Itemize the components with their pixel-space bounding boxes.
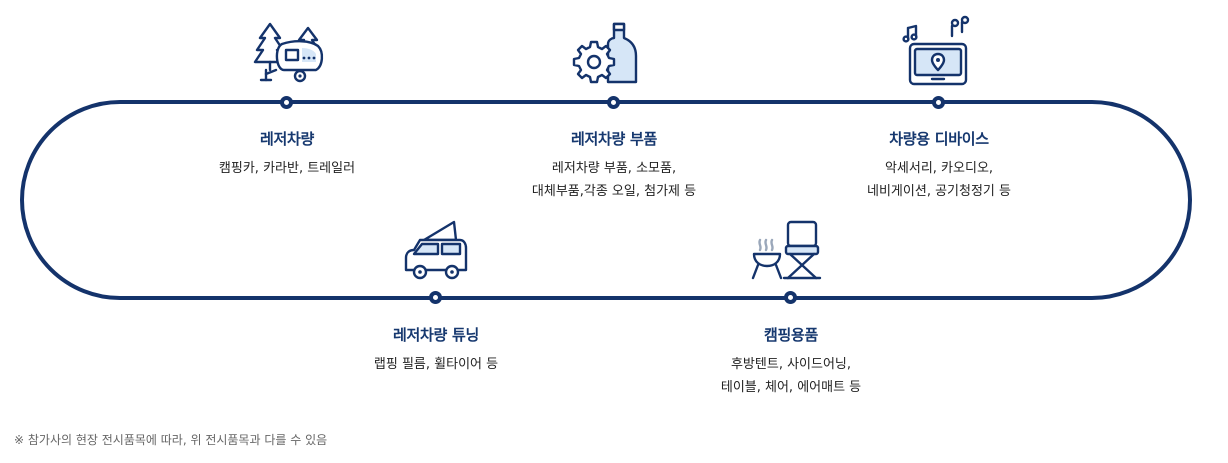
category-description-line: 대체부품,각종 오일, 첨가제 등: [531, 184, 697, 199]
category-title: 레저차량 부품: [571, 130, 657, 148]
category-description-line: 캠핑카, 카라반, 트레일러: [218, 161, 356, 176]
category-camping-goods: 캠핑용품 후방텐트, 사이드어닝, 테이블, 체어, 에어매트 등: [721, 324, 861, 399]
category-description: 악세서리, 카오디오, 네비게이션, 공기청정기 등: [867, 157, 1011, 203]
category-title: 레저차량 튜닝: [393, 326, 479, 344]
category-title: 차량용 디바이스: [889, 130, 989, 148]
category-leisure-vehicle: 레저차량 캠핑카, 카라반, 트레일러: [219, 128, 355, 180]
category-description: 후방텐트, 사이드어닝, 테이블, 체어, 에어매트 등: [721, 353, 861, 399]
node-camping-goods: [784, 291, 797, 304]
category-description-line: 레저차량 부품, 소모품,: [551, 161, 677, 176]
node-vehicle-parts: [607, 96, 620, 109]
category-description: 랩핑 필름, 휠타이어 등: [374, 353, 498, 376]
category-title: 레저차량: [259, 130, 315, 148]
category-description-line: 랩핑 필름, 휠타이어 등: [373, 357, 499, 372]
category-vehicle-device: 차량용 디바이스 악세서리, 카오디오, 네비게이션, 공기청정기 등: [867, 128, 1011, 203]
navigation-device-icon: [902, 15, 970, 86]
grill-chair-icon: [751, 220, 822, 280]
category-description: 캠핑카, 카라반, 트레일러: [219, 157, 355, 180]
node-vehicle-device: [932, 96, 945, 109]
category-title: 캠핑용품: [763, 326, 819, 344]
node-leisure-vehicle: [280, 96, 293, 109]
category-vehicle-parts: 레저차량 부품 레저차량 부품, 소모품, 대체부품,각종 오일, 첨가제 등: [532, 128, 696, 203]
gear-bottle-icon: [572, 22, 638, 84]
caravan-trees-icon: [253, 22, 324, 83]
category-description: 레저차량 부품, 소모품, 대체부품,각종 오일, 첨가제 등: [532, 157, 696, 203]
category-description-line: 악세서리, 카오디오,: [884, 161, 994, 176]
node-vehicle-tuning: [429, 291, 442, 304]
category-description-line: 테이블, 체어, 에어매트 등: [720, 380, 862, 395]
category-description-line: 후방텐트, 사이드어닝,: [730, 357, 852, 372]
popup-roof-car-icon: [404, 220, 468, 280]
category-vehicle-tuning: 레저차량 튜닝 랩핑 필름, 휠타이어 등: [374, 324, 498, 376]
category-description-line: 네비게이션, 공기청정기 등: [867, 184, 1011, 199]
footnote: ※ 참가사의 현장 전시품목에 따라, 위 전시품목과 다를 수 있음: [14, 433, 328, 447]
